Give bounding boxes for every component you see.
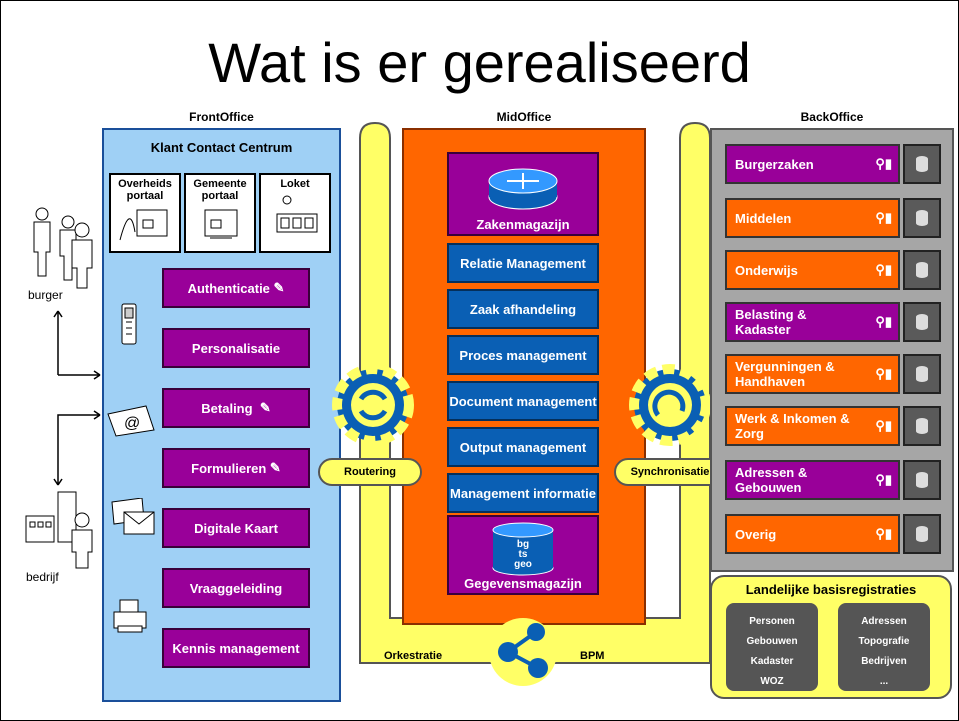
portal-label: Gemeente portaal (193, 178, 247, 202)
portal-loket[interactable]: Loket (259, 173, 331, 253)
registratie-item: Kadaster (737, 652, 807, 670)
actor-bedrijf-label: bedrijf (26, 570, 59, 584)
routering-label: Routering (318, 458, 422, 486)
bedrijf-building-icon (25, 491, 93, 569)
bo-item-burgerzaken[interactable]: Burgerzaken⚲▮ (725, 144, 900, 184)
synchronisatie-gear-icon (629, 364, 711, 446)
router-database-icon (488, 168, 558, 210)
user-server-icon: ⚲▮ (875, 526, 892, 541)
fo-item-formulieren[interactable]: Formulieren ✎ (162, 448, 310, 488)
portal-label: Loket (280, 178, 310, 190)
email-icon: @ (107, 405, 155, 437)
fo-item-kennis-management[interactable]: Kennis management (162, 628, 310, 668)
db-label-geo: geo (514, 559, 532, 570)
fo-item-authenticatie[interactable]: Authenticatie ✎ (162, 268, 310, 308)
bo-item-onderwijs[interactable]: Onderwijs⚲▮ (725, 250, 900, 290)
svg-text:@: @ (124, 415, 140, 432)
backoffice-panel (710, 128, 954, 572)
slide-title: Wat is er gerealiseerd (208, 31, 751, 94)
bo-item-vergunningen-handhaven[interactable]: Vergunningen & Handhaven⚲▮ (725, 354, 900, 394)
user-server-icon: ⚲▮ (875, 314, 892, 329)
bpm-label: BPM (580, 650, 605, 662)
db-label-ts: ts (519, 549, 528, 560)
orkestratie-label: Orkestratie (384, 650, 443, 662)
user-server-icon: ⚲▮ (875, 418, 892, 433)
mo-item-zaak-afhandeling[interactable]: Zaak afhandeling (447, 289, 599, 329)
bo-item-overig[interactable]: Overig⚲▮ (725, 514, 900, 554)
frontoffice-heading: FrontOffice (189, 110, 254, 124)
portal-overheids[interactable]: Overheids portaal (109, 173, 181, 253)
registratie-item: ... (849, 672, 919, 690)
mo-item-output-management[interactable]: Output management (447, 427, 599, 467)
gegevensmagazijn-box[interactable]: bg ts geo Gegevensmagazijn (447, 515, 599, 595)
user-server-icon: ⚲▮ (875, 210, 892, 225)
bo-item-belasting-kadaster[interactable]: Belasting & Kadaster⚲▮ (725, 302, 900, 342)
orkestratie-network-icon (489, 618, 557, 686)
database-icon (903, 406, 941, 446)
counter-icon (276, 195, 318, 233)
registratie-item: Topografie (849, 632, 919, 650)
database-icon (903, 354, 941, 394)
monitor-icon (119, 209, 168, 241)
registratie-item: Bedrijven (849, 652, 919, 670)
mo-item-document-management[interactable]: Document management (447, 381, 599, 421)
mo-item-proces-management[interactable]: Proces management (447, 335, 599, 375)
database-icon (903, 514, 941, 554)
key-icon: ✎ (269, 460, 281, 475)
bo-item-adressen-gebouwen[interactable]: Adressen & Gebouwen⚲▮ (725, 460, 900, 500)
fo-item-personalisatie[interactable]: Personalisatie (162, 328, 310, 368)
database-icon (903, 460, 941, 500)
registratie-item: Personen (737, 612, 807, 630)
backoffice-heading: BackOffice (800, 110, 864, 124)
registratie-item: Gebouwen (737, 632, 807, 650)
user-server-icon: ⚲▮ (875, 156, 892, 171)
synchronisatie-label: Synchronisatie (614, 458, 726, 486)
mobile-phone-icon (121, 303, 137, 345)
midoffice-heading: MidOffice (496, 110, 552, 124)
basisregistraties-title: Landelijke basisregistraties (745, 582, 917, 597)
actor-burger-label: burger (28, 288, 63, 302)
printer-icon (113, 599, 147, 633)
portal-label: Overheids portaal (118, 178, 172, 202)
portal-gemeente[interactable]: Gemeente portaal (184, 173, 256, 253)
integration-bus (359, 121, 711, 664)
database-icon: bg ts geo (492, 522, 554, 576)
bo-item-werk-inkomen-zorg[interactable]: Werk & Inkomen & Zorg⚲▮ (725, 406, 900, 446)
mo-item-relatie-management[interactable]: Relatie Management (447, 243, 599, 283)
user-server-icon: ⚲▮ (875, 366, 892, 381)
mo-item-management-informatie[interactable]: Management informatie (447, 473, 599, 513)
registratie-item: Adressen (849, 612, 919, 630)
actor-connector-arrows (53, 310, 101, 486)
database-icon (903, 302, 941, 342)
fo-item-vraaggeleiding[interactable]: Vraaggeleiding (162, 568, 310, 608)
database-icon (903, 144, 941, 184)
frontoffice-header: Klant Contact Centrum (150, 140, 293, 155)
burger-people-icon (33, 207, 93, 289)
fo-item-betaling[interactable]: Betaling ✎ (162, 388, 310, 428)
database-icon (903, 198, 941, 238)
zakenmagazijn-box[interactable]: Zakenmagazijn (447, 152, 599, 236)
registratie-item: WOZ (737, 672, 807, 690)
bo-item-middelen[interactable]: Middelen⚲▮ (725, 198, 900, 238)
routering-gear-icon (332, 364, 414, 446)
monitor-icon (204, 209, 238, 239)
db-label-bg: bg (517, 539, 529, 550)
key-icon: ✎ (259, 400, 271, 415)
user-server-icon: ⚲▮ (875, 262, 892, 277)
key-icon: ✎ (273, 280, 285, 295)
user-server-icon: ⚲▮ (875, 472, 892, 487)
mail-envelope-icon (111, 498, 155, 535)
fo-item-digitale-kaart[interactable]: Digitale Kaart (162, 508, 310, 548)
database-icon (903, 250, 941, 290)
